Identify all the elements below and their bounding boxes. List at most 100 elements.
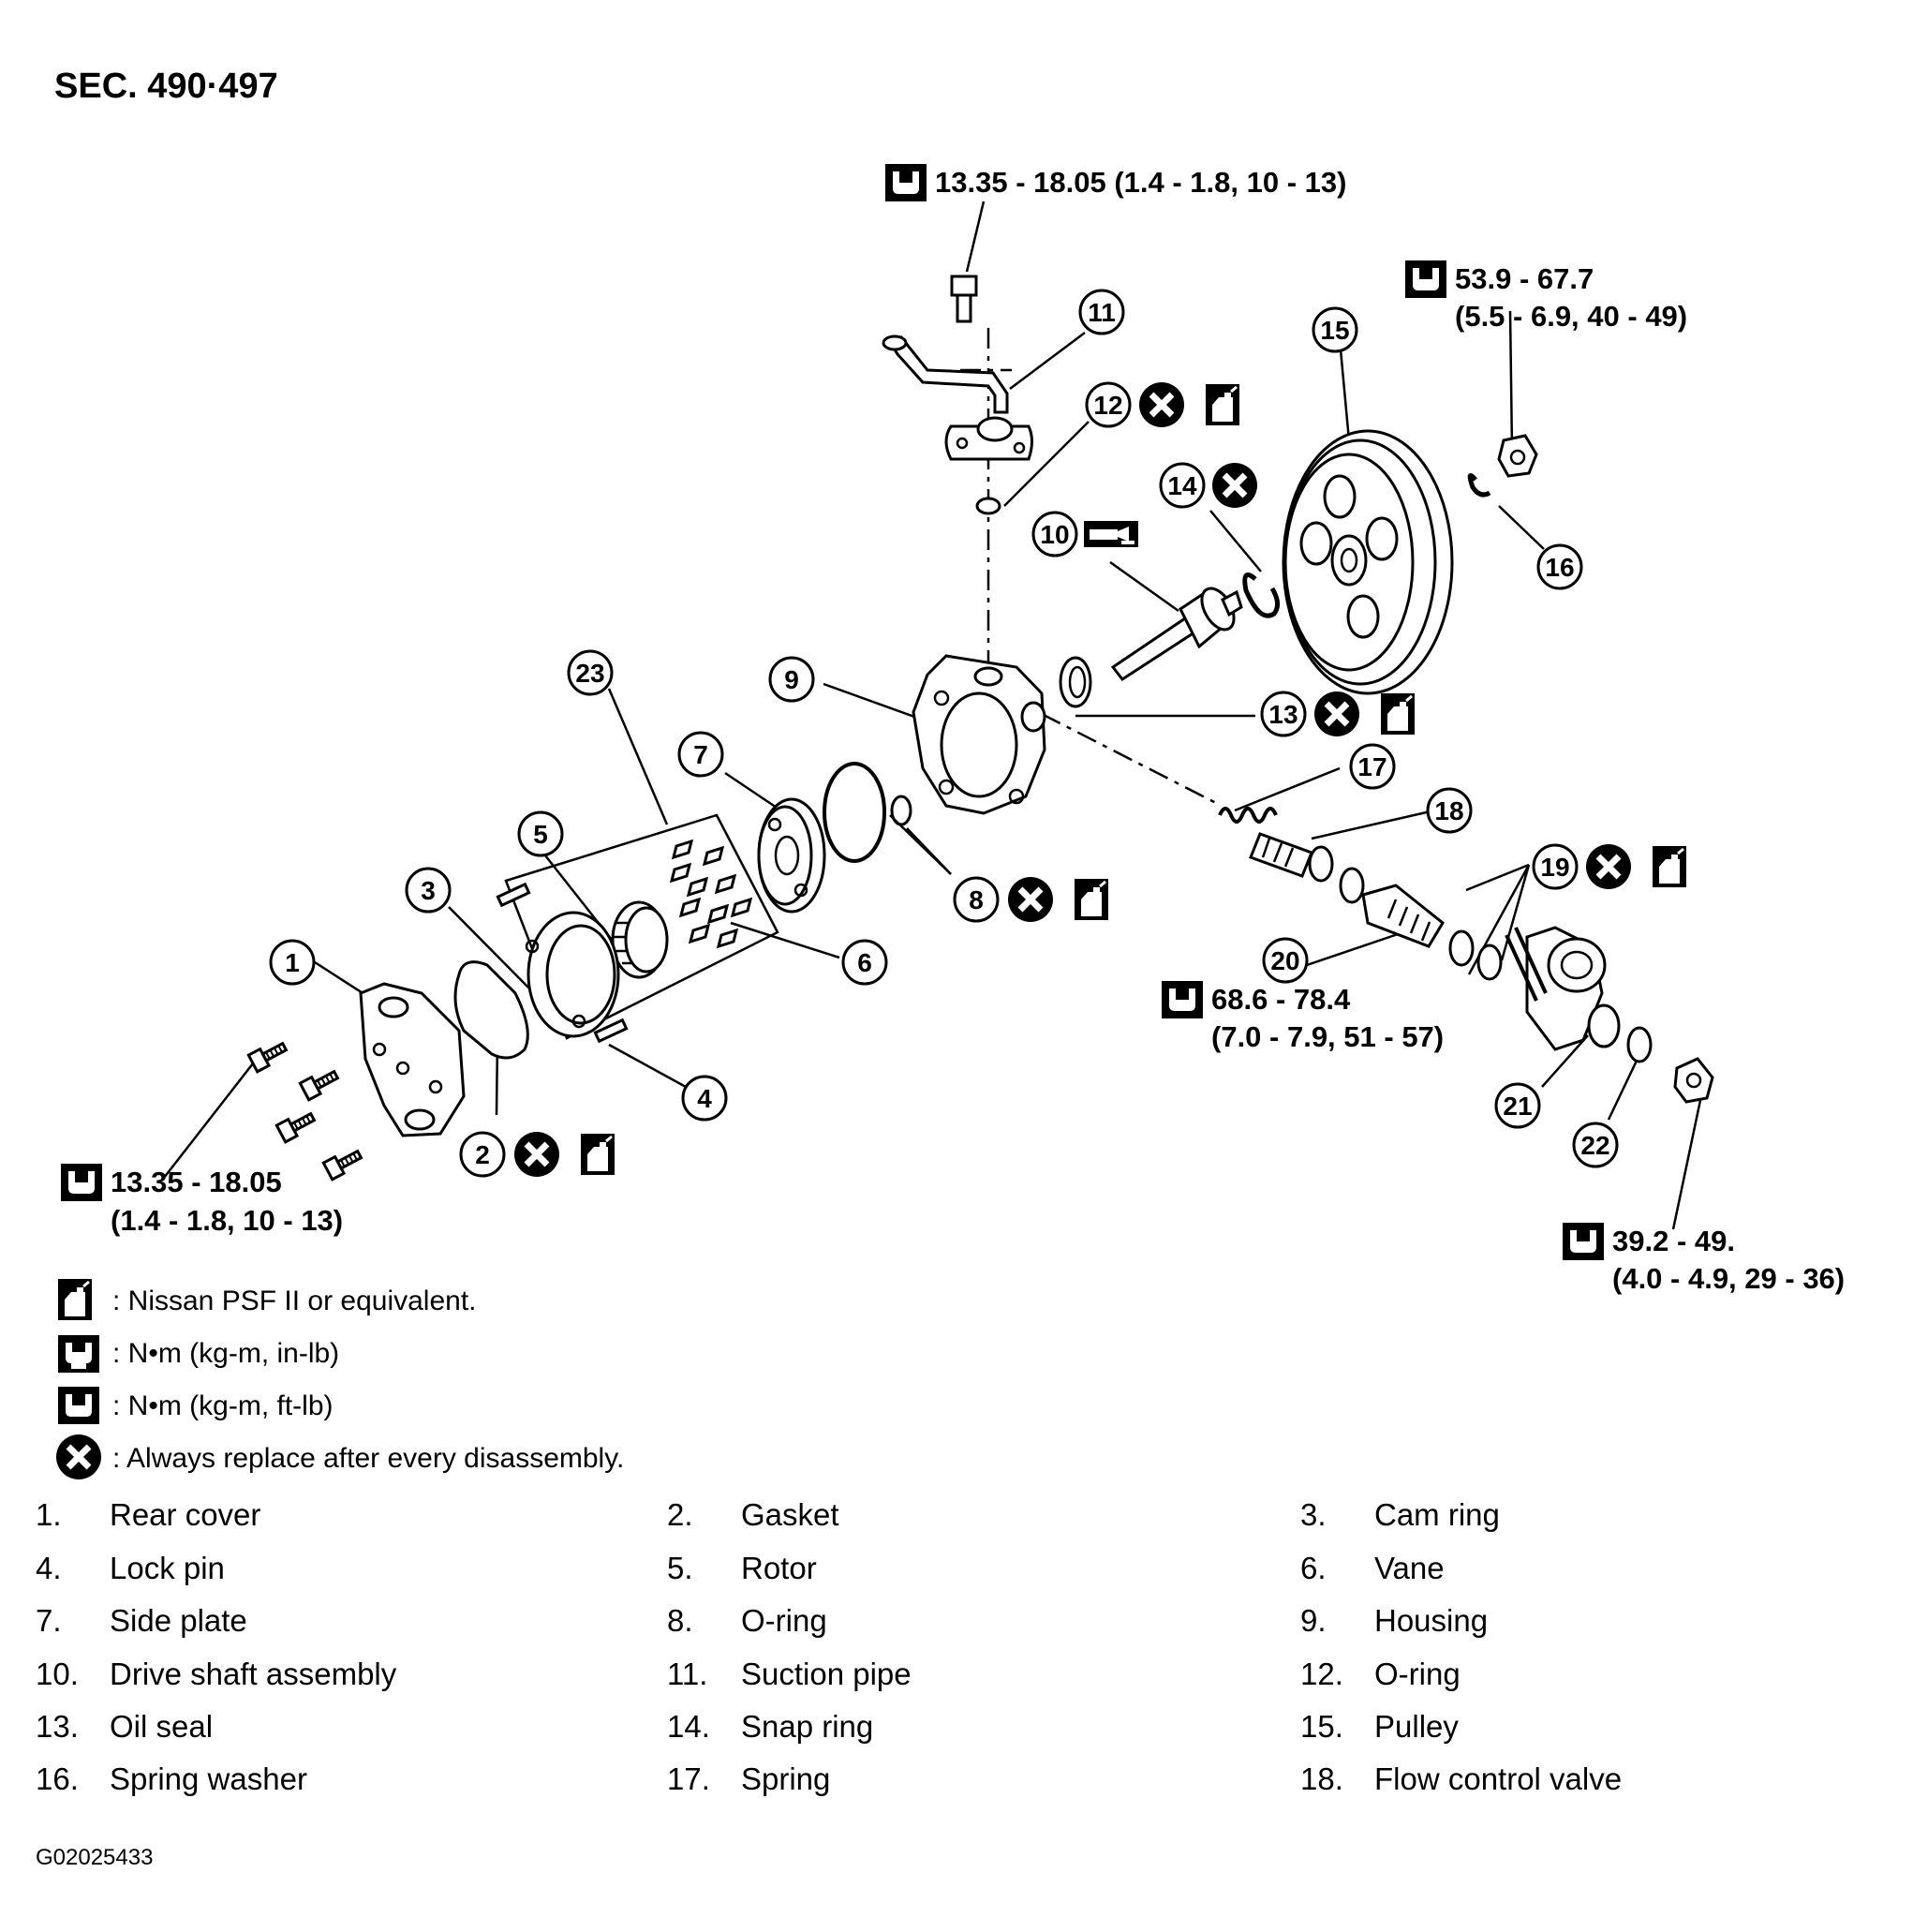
- part-number: 16.: [36, 1761, 79, 1796]
- svg-text:11: 11: [1088, 298, 1116, 327]
- fluid-icon-2: [579, 1132, 616, 1177]
- torque-connector-line1: 68.6 - 78.4: [1211, 983, 1351, 1016]
- svg-text:18: 18: [1434, 796, 1463, 825]
- fluid-icon-12: [1204, 382, 1241, 427]
- torque-icon-outlet-nut: [1563, 1223, 1604, 1260]
- replace-icon-12: [1139, 382, 1184, 427]
- part-number: 8.: [667, 1603, 693, 1638]
- fluid-icon-13: [1379, 691, 1416, 736]
- oil-seal: [1059, 656, 1092, 708]
- torque-rear-cover-line1: 13.35 - 18.05: [111, 1166, 282, 1198]
- svg-text:12: 12: [1093, 391, 1122, 420]
- part-number: 13.: [36, 1709, 79, 1744]
- callout-1: 1: [269, 939, 316, 986]
- callout-20: 20: [1262, 937, 1309, 984]
- o-ring-19b: [1448, 929, 1475, 967]
- svg-text:19: 19: [1540, 853, 1569, 882]
- legend-replace-icon: [56, 1434, 101, 1479]
- o-ring-8-large: [823, 762, 886, 863]
- part-name: Housing: [1374, 1603, 1488, 1638]
- callout-11: 11: [1078, 289, 1125, 335]
- svg-text:7: 7: [693, 740, 708, 769]
- o-ring-8-small: [890, 795, 912, 826]
- pulley-nut: [1497, 434, 1538, 478]
- callout-15: 15: [1312, 306, 1358, 353]
- part-number: 7.: [36, 1603, 62, 1638]
- part-name: Flow control valve: [1374, 1761, 1622, 1796]
- svg-text:22: 22: [1580, 1131, 1609, 1160]
- spring-washer: [1467, 473, 1491, 498]
- callout-9: 9: [768, 656, 815, 703]
- legend-torque-ft-lb-icon: [58, 1387, 99, 1424]
- o-ring-19a: [1339, 867, 1365, 904]
- outlet-union: [1505, 926, 1621, 1051]
- part-name: O-ring: [1374, 1657, 1461, 1691]
- replace-icon-14: [1212, 463, 1257, 508]
- callout-8: 8: [953, 876, 1000, 923]
- callout-23: 23: [567, 649, 614, 696]
- part-number: 15.: [1300, 1709, 1343, 1744]
- part-name: O-ring: [741, 1603, 827, 1638]
- rear-cover-bolt-1: [246, 1036, 290, 1074]
- sealant-icon-10: [1084, 521, 1138, 547]
- part-number: 2.: [667, 1497, 693, 1532]
- replace-icon-19: [1586, 844, 1631, 889]
- part-name: Side plate: [110, 1603, 247, 1638]
- callout-6: 6: [841, 939, 888, 986]
- lock-pin-upper: [496, 882, 531, 908]
- part-number: 6.: [1300, 1551, 1327, 1585]
- part-number: 14.: [667, 1709, 710, 1744]
- pulley: [1282, 429, 1454, 695]
- part-name: Suction pipe: [741, 1657, 912, 1691]
- part-number: 1.: [36, 1497, 62, 1532]
- housing: [912, 654, 1046, 815]
- callout-16: 16: [1536, 543, 1583, 590]
- part-name: Vane: [1374, 1551, 1445, 1585]
- svg-text:9: 9: [784, 665, 799, 694]
- rear-cover-bolt-4: [321, 1144, 365, 1181]
- part-number: 3.: [1300, 1497, 1327, 1532]
- o-ring-19c: [1476, 944, 1503, 981]
- rotor: [611, 900, 669, 979]
- callout-7: 7: [677, 731, 724, 778]
- gasket: [453, 960, 529, 1060]
- cam-ring: [525, 911, 620, 1038]
- flow-control-valve: [1249, 832, 1334, 883]
- svg-text:13: 13: [1268, 700, 1298, 729]
- torque-suction-bolt: 13.35 - 18.05 (1.4 - 1.8, 10 - 13): [935, 166, 1346, 199]
- replace-icon-8: [1008, 877, 1053, 922]
- part-name: Gasket: [741, 1497, 839, 1532]
- fluid-icon-8: [1073, 877, 1110, 922]
- part-name: Drive shaft assembly: [110, 1657, 397, 1691]
- torque-outlet-nut-line1: 39.2 - 49.: [1612, 1225, 1735, 1257]
- part-name: Rotor: [741, 1551, 817, 1585]
- callout-19: 19: [1532, 843, 1579, 890]
- callout-13: 13: [1260, 691, 1307, 737]
- connector-bolt: [1361, 884, 1445, 948]
- legend-replace-text: : Always replace after every disassembly…: [112, 1443, 624, 1474]
- torque-connector-line2: (7.0 - 7.9, 51 - 57): [1211, 1020, 1444, 1053]
- torque-pulley-nut-line1: 53.9 - 67.7: [1455, 262, 1594, 295]
- svg-text:16: 16: [1545, 553, 1574, 582]
- callout-12: 12: [1085, 381, 1132, 428]
- callout-3: 3: [405, 867, 452, 914]
- torque-icon-rear-cover: [61, 1164, 102, 1201]
- part-number: 4.: [36, 1551, 62, 1585]
- section-title: SEC. 490·497: [54, 67, 278, 106]
- spring: [1218, 807, 1278, 824]
- callout-14: 14: [1159, 462, 1206, 509]
- part-number: 10.: [36, 1657, 79, 1691]
- svg-text:5: 5: [533, 820, 548, 849]
- snap-ring: [1242, 572, 1280, 618]
- torque-icon-connector: [1162, 981, 1203, 1018]
- part-number: 11.: [667, 1657, 707, 1691]
- svg-text:17: 17: [1357, 752, 1387, 781]
- callout-17: 17: [1349, 743, 1396, 790]
- part-name: Oil seal: [110, 1709, 213, 1744]
- fluid-icon-19: [1651, 844, 1688, 889]
- parts-list: 1. Rear cover 2. Gasket 3. Cam ring 4. L…: [36, 1497, 1622, 1796]
- suction-pipe: [882, 334, 1033, 461]
- leader-lines: [163, 201, 1705, 1230]
- rear-cover: [359, 982, 466, 1137]
